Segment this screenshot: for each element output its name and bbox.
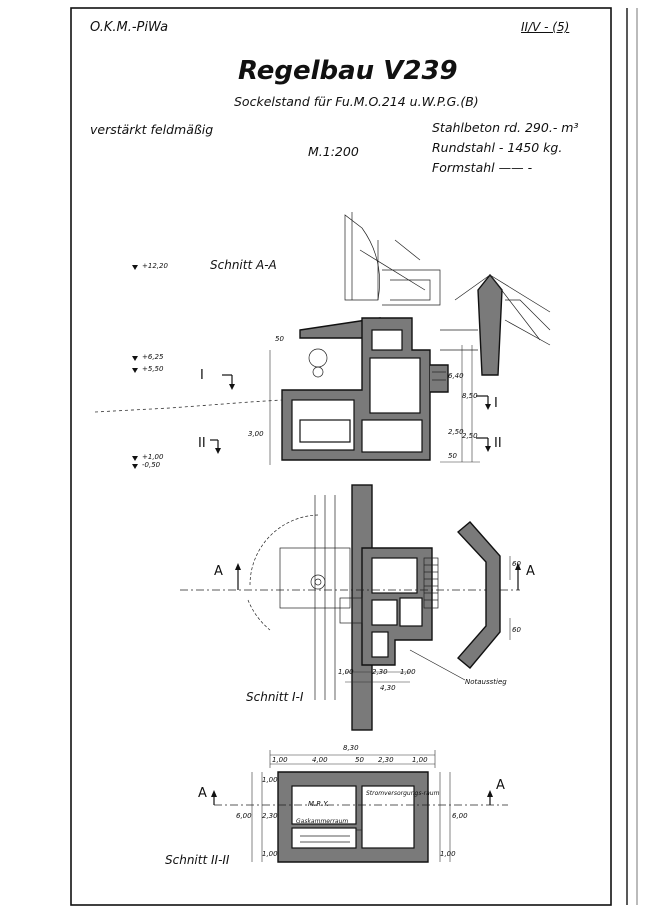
- sheet-border: [70, 7, 612, 906]
- section-i-label: Schnitt I-I: [246, 690, 304, 704]
- platform-outline: [279, 547, 351, 609]
- radar-mirror: [344, 214, 380, 301]
- drawing-subtitle: Sockelstand für Fu.M.O.214 u.W.P.G.(B): [234, 94, 479, 109]
- mast-detail: [477, 273, 503, 376]
- section-aa-drawing: [94, 212, 551, 469]
- concrete-quantity: Stahlbeton rd. 290.- m³: [432, 120, 579, 135]
- dim-label: 50: [275, 335, 284, 343]
- dim-label: 2,30: [378, 756, 394, 764]
- section-aa-label: Schnitt A-A: [210, 258, 277, 272]
- section-ii-drawing: [211, 750, 508, 863]
- dim-label: 1,00: [262, 776, 278, 784]
- room-power: [361, 785, 415, 849]
- terrain-line: [94, 399, 283, 413]
- section-marker-a-left: A: [214, 564, 223, 579]
- emergency-exit-note: Notausstieg: [465, 678, 507, 686]
- room-label-gas: Gaskammerraum: [296, 818, 349, 825]
- dim-label: 60: [512, 626, 521, 634]
- room-label-mry: M.R.Y.: [308, 800, 329, 808]
- dim-label: 2,50: [448, 428, 464, 436]
- level-label: +12,20: [142, 262, 168, 270]
- drawing-title: Regelbau V239: [238, 56, 458, 86]
- dim-label: 4,00: [312, 756, 328, 764]
- dim-label: 2,30: [372, 668, 388, 676]
- section-i-drawing: [180, 484, 521, 731]
- section-marker-ii-left: II: [198, 436, 206, 451]
- dim-label: 1,00: [400, 668, 416, 676]
- dim-label: 6,00: [236, 812, 252, 820]
- scale-label: M.1:200: [308, 144, 359, 159]
- section-marker-a-left-ii: A: [198, 786, 207, 801]
- section-marker-a-right: A: [526, 564, 535, 579]
- dim-label: 4,30: [380, 684, 396, 692]
- section-marker-ii-right: II: [494, 436, 502, 451]
- level-label: +1,00: [142, 453, 164, 461]
- lower-right-room: [361, 419, 423, 453]
- dim-label: 1,00: [412, 756, 428, 764]
- sheet-reference: II/V - (5): [521, 20, 570, 34]
- dim-label: 6,00: [452, 812, 468, 820]
- dim-label: 60: [512, 560, 521, 568]
- level-label: -0,50: [142, 461, 161, 469]
- construction-grade: verstärkt feldmäßig: [90, 122, 214, 137]
- dim-label: 6,40: [448, 372, 464, 380]
- dim-label: 2,30: [262, 812, 278, 820]
- rebar-quantity: Rundstahl - 1450 kg.: [432, 140, 563, 155]
- level-label: +5,50: [142, 365, 164, 373]
- section-marker-a-right-ii: A: [496, 778, 505, 793]
- room-label-power: Stromversorgungs-raum: [366, 790, 440, 797]
- dim-label: 2,50: [462, 432, 478, 440]
- radar-cabin: [382, 269, 441, 306]
- dim-label: 3,00: [248, 430, 264, 438]
- section-ii-label: Schnitt II-II: [165, 853, 230, 867]
- side-shield-detail: [456, 521, 501, 669]
- profile-steel-quantity: Formstahl —— -: [432, 160, 533, 175]
- dim-label: 1,00: [272, 756, 288, 764]
- upper-room: [369, 357, 421, 414]
- dim-label: 1,00: [440, 850, 456, 858]
- dim-label: 8,50: [462, 392, 478, 400]
- section-marker-i-right: I: [494, 396, 498, 411]
- office-label: O.K.M.-PiWa: [90, 20, 169, 35]
- dim-label: 50: [355, 756, 364, 764]
- section-marker-i-left: I: [200, 368, 204, 383]
- dim-label: 1,00: [262, 850, 278, 858]
- level-label: +6,25: [142, 353, 164, 361]
- dim-label: 8,30: [343, 744, 359, 752]
- dim-label: 1,00: [338, 668, 354, 676]
- dim-label: 50: [448, 452, 457, 460]
